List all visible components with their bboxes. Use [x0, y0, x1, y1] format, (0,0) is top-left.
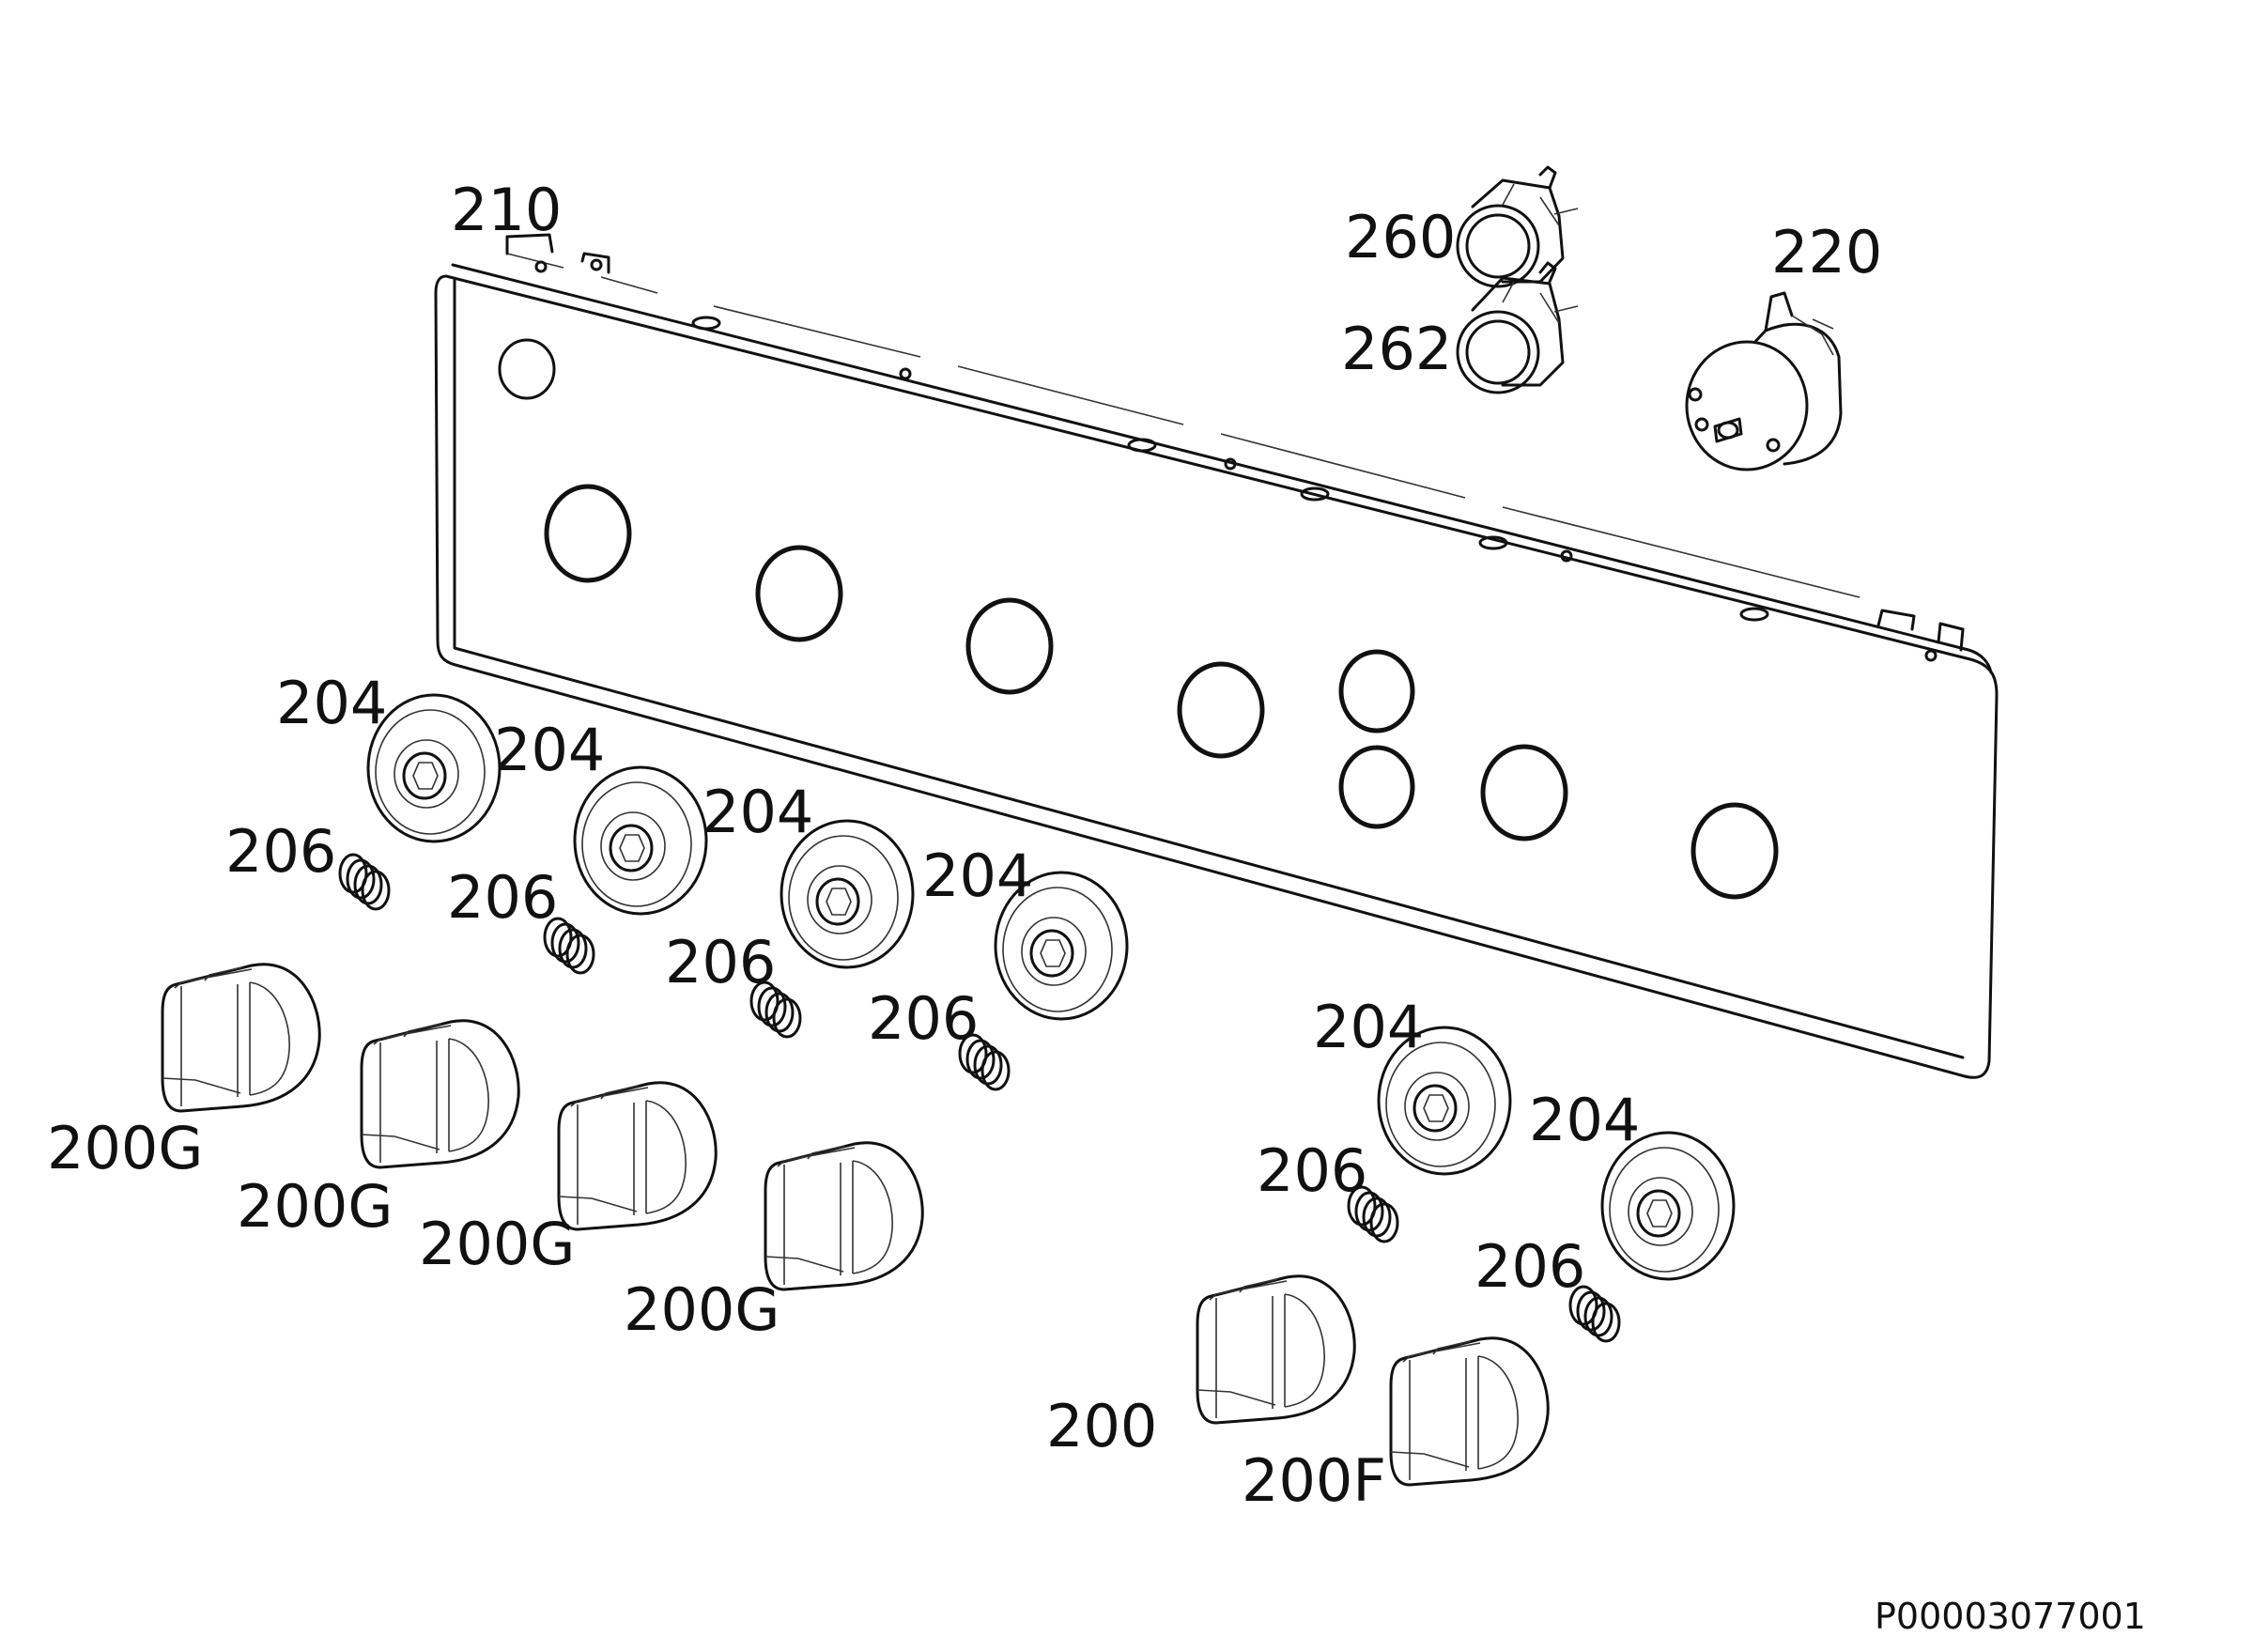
knob-200G-3 — [557, 1081, 718, 1231]
knob-200G-2 — [360, 1019, 520, 1169]
indicator-light-262 — [1456, 261, 1579, 394]
label-204: 204 — [922, 841, 1034, 910]
label-220: 220 — [1771, 218, 1883, 286]
control-panel-210 — [434, 233, 1999, 1079]
label-204: 204 — [1529, 1086, 1641, 1154]
label-260: 260 — [1345, 203, 1457, 271]
label-206: 206 — [665, 928, 777, 996]
label-200G: 200G — [419, 1210, 576, 1278]
indicator-light-260 — [1456, 165, 1579, 288]
label-262: 262 — [1341, 315, 1453, 383]
label-204: 204 — [276, 669, 388, 737]
label-204: 204 — [1313, 993, 1425, 1061]
label-200G: 200G — [237, 1172, 394, 1241]
label-204: 204 — [702, 778, 814, 846]
label-200: 200 — [1046, 1392, 1158, 1460]
label-200G: 200G — [47, 1114, 204, 1182]
bezel-204-2 — [573, 765, 708, 916]
knob-200 — [1196, 1274, 1356, 1425]
spring-206-1 — [338, 853, 391, 911]
label-206: 206 — [447, 863, 559, 932]
label-206: 206 — [868, 984, 980, 1053]
label-206: 206 — [1257, 1136, 1368, 1205]
label-200G: 200G — [624, 1275, 780, 1344]
knob-200G-1 — [161, 963, 321, 1113]
knob-200G-4 — [764, 1141, 924, 1291]
label-206: 206 — [1474, 1232, 1586, 1301]
label-200F: 200F — [1242, 1446, 1387, 1515]
label-204: 204 — [494, 716, 606, 784]
bezel-204-6 — [1600, 1131, 1736, 1281]
bezel-204-1 — [366, 693, 502, 843]
knob-200F — [1389, 1336, 1550, 1487]
label-206: 206 — [225, 817, 337, 886]
timer-220 — [1685, 291, 1843, 471]
drawing-code: P00003077001 — [1875, 1596, 2146, 1637]
label-210: 210 — [451, 176, 563, 244]
